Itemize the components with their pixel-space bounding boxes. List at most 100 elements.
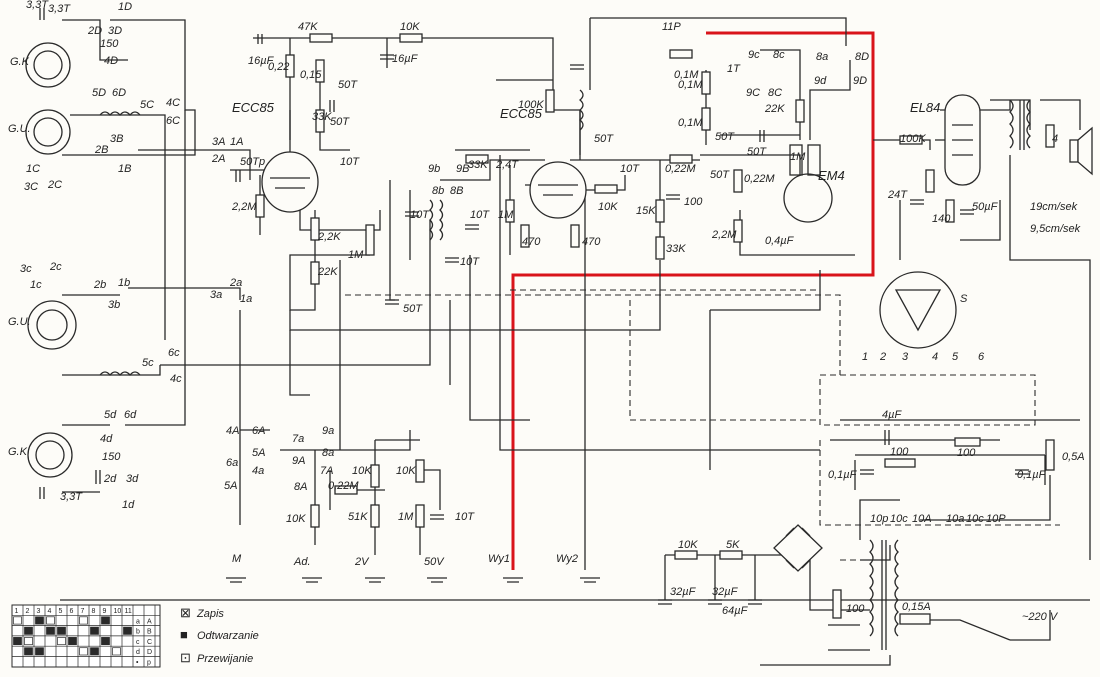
svg-text:5c: 5c: [142, 357, 154, 369]
svg-text:4: 4: [932, 351, 938, 363]
table-cell-mark: [35, 647, 44, 656]
svg-text:470: 470: [522, 236, 541, 248]
head-gu-bottom: G.U.: [8, 300, 77, 350]
svg-text:10a: 10a: [946, 513, 964, 525]
svg-text:2,4T: 2,4T: [495, 159, 519, 171]
tube-em4: EM4: [783, 144, 845, 223]
svg-text:3B: 3B: [110, 133, 123, 145]
svg-text:10K: 10K: [286, 513, 306, 525]
table-cell-mark: [68, 637, 77, 646]
svg-text:64µF: 64µF: [722, 605, 749, 617]
svg-text:50µF: 50µF: [972, 201, 999, 213]
svg-text:10p: 10p: [870, 513, 888, 525]
table-row-key: c: [136, 639, 140, 646]
table-row-key: B: [147, 629, 152, 636]
svg-text:1B: 1B: [118, 163, 131, 175]
svg-text:6C: 6C: [166, 115, 180, 127]
svg-text:Wy2: Wy2: [556, 553, 578, 565]
svg-text:2B: 2B: [94, 144, 108, 156]
svg-text:8A: 8A: [294, 481, 307, 493]
svg-text:1M: 1M: [790, 151, 806, 163]
svg-text:150: 150: [100, 38, 119, 50]
table-col-header: 1: [15, 608, 19, 615]
svg-text:2: 2: [879, 351, 886, 363]
svg-text:Przewijanie: Przewijanie: [197, 653, 253, 665]
svg-text:0,1M: 0,1M: [678, 79, 703, 91]
svg-text:10K: 10K: [352, 465, 372, 477]
svg-text:9D: 9D: [853, 75, 867, 87]
bias-coil-top: [99, 111, 141, 117]
bridge-rectifier: [773, 524, 823, 572]
svg-text:10K: 10K: [396, 465, 416, 477]
svg-text:3d: 3d: [126, 473, 139, 485]
highlight-box: [511, 31, 875, 570]
svg-text:4: 4: [1052, 133, 1058, 145]
svg-text:9C: 9C: [746, 87, 760, 99]
svg-text:10K: 10K: [678, 539, 698, 551]
svg-text:EL84: EL84: [910, 100, 940, 115]
table-row-key: b: [136, 629, 140, 636]
svg-text:Wy1: Wy1: [488, 553, 510, 565]
table-col-header: 4: [48, 608, 52, 615]
svg-text:4C: 4C: [166, 97, 180, 109]
svg-text:0,22M: 0,22M: [665, 163, 696, 175]
svg-text:2C: 2C: [47, 179, 62, 191]
svg-text:10K: 10K: [400, 21, 420, 33]
svg-text:0,5A: 0,5A: [1062, 451, 1085, 463]
table-row-key: •: [136, 660, 139, 667]
svg-text:15K: 15K: [636, 205, 656, 217]
svg-text:10T: 10T: [470, 209, 490, 221]
component-labels: 3,3T 50Tp 2,2M 0,22 47K 0,15 50T 33K 16µ…: [26, 0, 1085, 623]
svg-text:1a: 1a: [240, 293, 252, 305]
svg-text:3,3T: 3,3T: [48, 3, 71, 15]
table-cell-mark: [24, 647, 33, 656]
svg-text:10c: 10c: [890, 513, 908, 525]
svg-text:1M: 1M: [348, 249, 364, 261]
svg-text:8D: 8D: [855, 51, 869, 63]
svg-text:Odtwarzanie: Odtwarzanie: [197, 630, 259, 642]
table-col-header: 7: [81, 608, 85, 615]
svg-text:3,3T: 3,3T: [26, 0, 49, 11]
svg-text:1: 1: [862, 351, 868, 363]
svg-text:2V: 2V: [354, 556, 370, 568]
svg-text:33K: 33K: [666, 243, 686, 255]
svg-text:50T: 50T: [747, 146, 767, 158]
svg-text:8b: 8b: [432, 185, 444, 197]
svg-text:1M: 1M: [498, 209, 514, 221]
svg-text:3c: 3c: [20, 263, 32, 275]
svg-text:G.U.: G.U.: [8, 316, 31, 328]
tube-ecc85-a: ECC85: [232, 100, 319, 213]
svg-text:9a: 9a: [322, 425, 334, 437]
svg-text:Ad.: Ad.: [293, 556, 311, 568]
svg-text:50T: 50T: [594, 133, 614, 145]
head-gk-bottom: G.K: [8, 432, 73, 478]
svg-text:G.K: G.K: [10, 56, 30, 68]
tube-ecc85-b: ECC85: [500, 106, 587, 219]
table-col-header: 6: [70, 608, 74, 615]
svg-text:2A: 2A: [211, 153, 225, 165]
svg-text:2d: 2d: [103, 473, 117, 485]
power-transformer: [869, 539, 899, 650]
svg-text:0,15A: 0,15A: [902, 601, 931, 613]
oscillator-coil: [429, 199, 444, 241]
table-cell-mark: [24, 637, 33, 646]
svg-text:16µF: 16µF: [392, 53, 419, 65]
svg-text:1D: 1D: [118, 1, 132, 13]
svg-text:3: 3: [902, 351, 909, 363]
svg-text:4µF: 4µF: [882, 409, 902, 421]
table-col-header: 9: [103, 608, 107, 615]
table-row-key: A: [147, 618, 152, 625]
svg-text:S: S: [960, 293, 968, 305]
svg-text:EM4: EM4: [818, 168, 845, 183]
wires: [60, 17, 1091, 666]
svg-text:7A: 7A: [320, 465, 333, 477]
switch-contact-labels: 1D 2D 3D 4D 5D 6D 1C 2C 3C 3B 2B 1B 5C 4…: [20, 1, 1006, 525]
svg-text:47K: 47K: [298, 21, 318, 33]
ground-symbols: [226, 577, 600, 583]
svg-text:1c: 1c: [30, 279, 42, 291]
svg-text:0,1M: 0,1M: [678, 117, 703, 129]
svg-text:8a: 8a: [322, 447, 334, 459]
svg-text:5A: 5A: [224, 480, 237, 492]
